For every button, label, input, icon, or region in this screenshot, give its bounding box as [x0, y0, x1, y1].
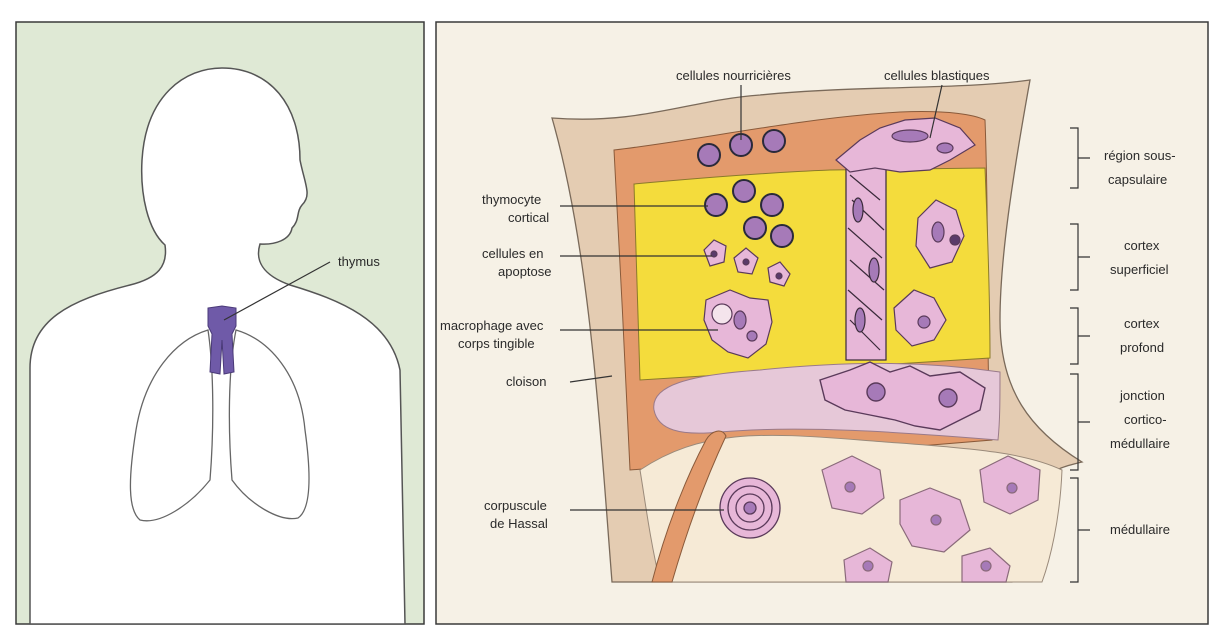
macrophage-label-line1: macrophage avec — [440, 318, 544, 333]
apoptotic-cells-label-line1: cellules en — [482, 246, 543, 261]
corticomedullary-junction-label-line2: cortico- — [1124, 412, 1167, 427]
cortical-thymocyte-label-line1: thymocyte — [482, 192, 541, 207]
corticomedullary-junction-label-line3: médullaire — [1110, 436, 1170, 451]
apoptotic-cells-label-line2: apoptose — [498, 264, 552, 279]
superficial-cortex-label-line2: superficiel — [1110, 262, 1169, 277]
superficial-cortex-label-line1: cortex — [1124, 238, 1160, 253]
subcapsular-region-label-line1: région sous- — [1104, 148, 1176, 163]
thymus-label: thymus — [338, 254, 380, 269]
left-panel: thymus — [16, 22, 424, 624]
hassall-corpuscle-label-line1: corpuscule — [484, 498, 547, 513]
deep-cortex-label-line1: cortex — [1124, 316, 1160, 331]
right-panel: cellules nourricières cellules blastique… — [436, 22, 1208, 624]
hassall-corpuscle — [720, 478, 780, 538]
blast-cells-label: cellules blastiques — [884, 68, 990, 83]
subcapsular-region-label-line2: capsulaire — [1108, 172, 1167, 187]
deep-cortex-label-line2: profond — [1120, 340, 1164, 355]
cortical-thymocyte-label-line2: cortical — [508, 210, 549, 225]
cortical-vessel — [846, 166, 886, 360]
septum-label: cloison — [506, 374, 546, 389]
corticomedullary-junction-label-line1: jonction — [1119, 388, 1165, 403]
nurse-cells-label: cellules nourricières — [676, 68, 791, 83]
hassall-corpuscle-label-line2: de Hassal — [490, 516, 548, 531]
medulla-label: médullaire — [1110, 522, 1170, 537]
macrophage-label-line2: corps tingible — [458, 336, 535, 351]
